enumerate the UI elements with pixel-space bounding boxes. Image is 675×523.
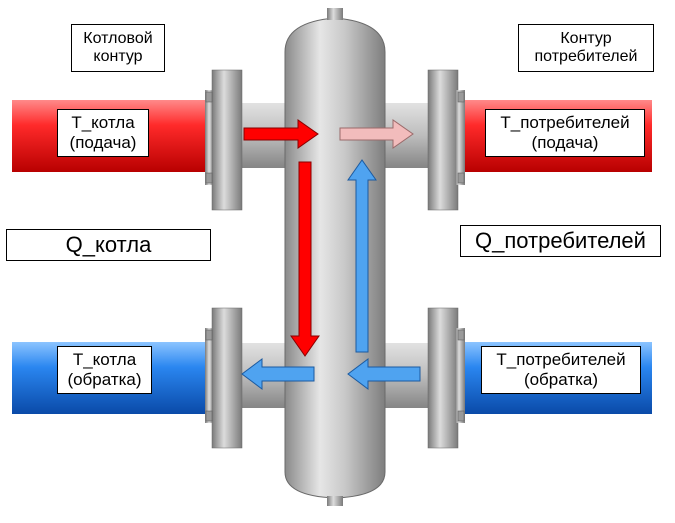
consumer-return-temperature-label: T_потребителей (обратка): [481, 346, 641, 394]
boiler-supply-temperature-label: T_котла (подача): [57, 109, 149, 157]
boiler-return-outflow-arrow: [241, 358, 315, 390]
boiler-supply-inflow-arrow: [243, 119, 319, 149]
boiler-return-label-line1: T_котла: [72, 350, 137, 370]
flange-bolt: [457, 410, 465, 422]
flange-bolt: [457, 91, 465, 103]
boiler-return-label-line2: (обратка): [67, 370, 142, 389]
lower-left-flange: [205, 307, 243, 449]
boiler-circuit-label-line1: Котловой: [83, 29, 153, 47]
consumer-supply-temperature-label: T_потребителей (подача): [485, 109, 645, 157]
flange-bolt: [205, 410, 213, 422]
flange-bolt: [205, 172, 213, 184]
consumer-return-label-line2: (обратка): [523, 370, 599, 389]
boiler-flow-rate-text: Q_котла: [65, 232, 152, 258]
consumer-supply-outflow-arrow: [339, 119, 414, 149]
consumer-return-label-line1: T_потребителей: [496, 350, 626, 370]
consumer-circuit-label: Контур потребителей: [518, 24, 654, 72]
consumer-flow-rate-text: Q_потребителей: [475, 228, 646, 254]
bottom-drain-nozzle: [327, 496, 343, 506]
flange-bolt: [457, 329, 465, 341]
lower-right-flange: [427, 307, 465, 449]
consumer-supply-label-line1: T_потребителей: [500, 113, 630, 133]
upper-left-flange: [205, 69, 243, 211]
consumer-supply-label-line2: (подача): [531, 133, 599, 152]
down-flow-arrow: [290, 161, 320, 357]
consumer-flow-rate-label: Q_потребителей: [460, 225, 661, 257]
consumer-return-inflow-arrow: [347, 358, 421, 390]
consumer-circuit-label-line2: потребителей: [534, 48, 638, 65]
consumer-circuit-label-line1: Контур: [560, 29, 612, 47]
boiler-return-temperature-label: T_котла (обратка): [57, 346, 152, 394]
boiler-supply-label-line1: T_котла: [71, 113, 135, 133]
boiler-supply-label-line2: (подача): [69, 133, 137, 152]
upper-right-flange: [427, 69, 465, 211]
flange-bolt: [205, 329, 213, 341]
boiler-circuit-label: Котловой контур: [71, 24, 165, 72]
flange-bolt: [205, 91, 213, 103]
boiler-flow-rate-label: Q_котла: [6, 229, 211, 261]
boiler-circuit-label-line2: контур: [93, 48, 143, 65]
up-flow-arrow: [347, 159, 377, 353]
top-vent-nozzle: [327, 8, 343, 20]
flange-bolt: [457, 172, 465, 184]
